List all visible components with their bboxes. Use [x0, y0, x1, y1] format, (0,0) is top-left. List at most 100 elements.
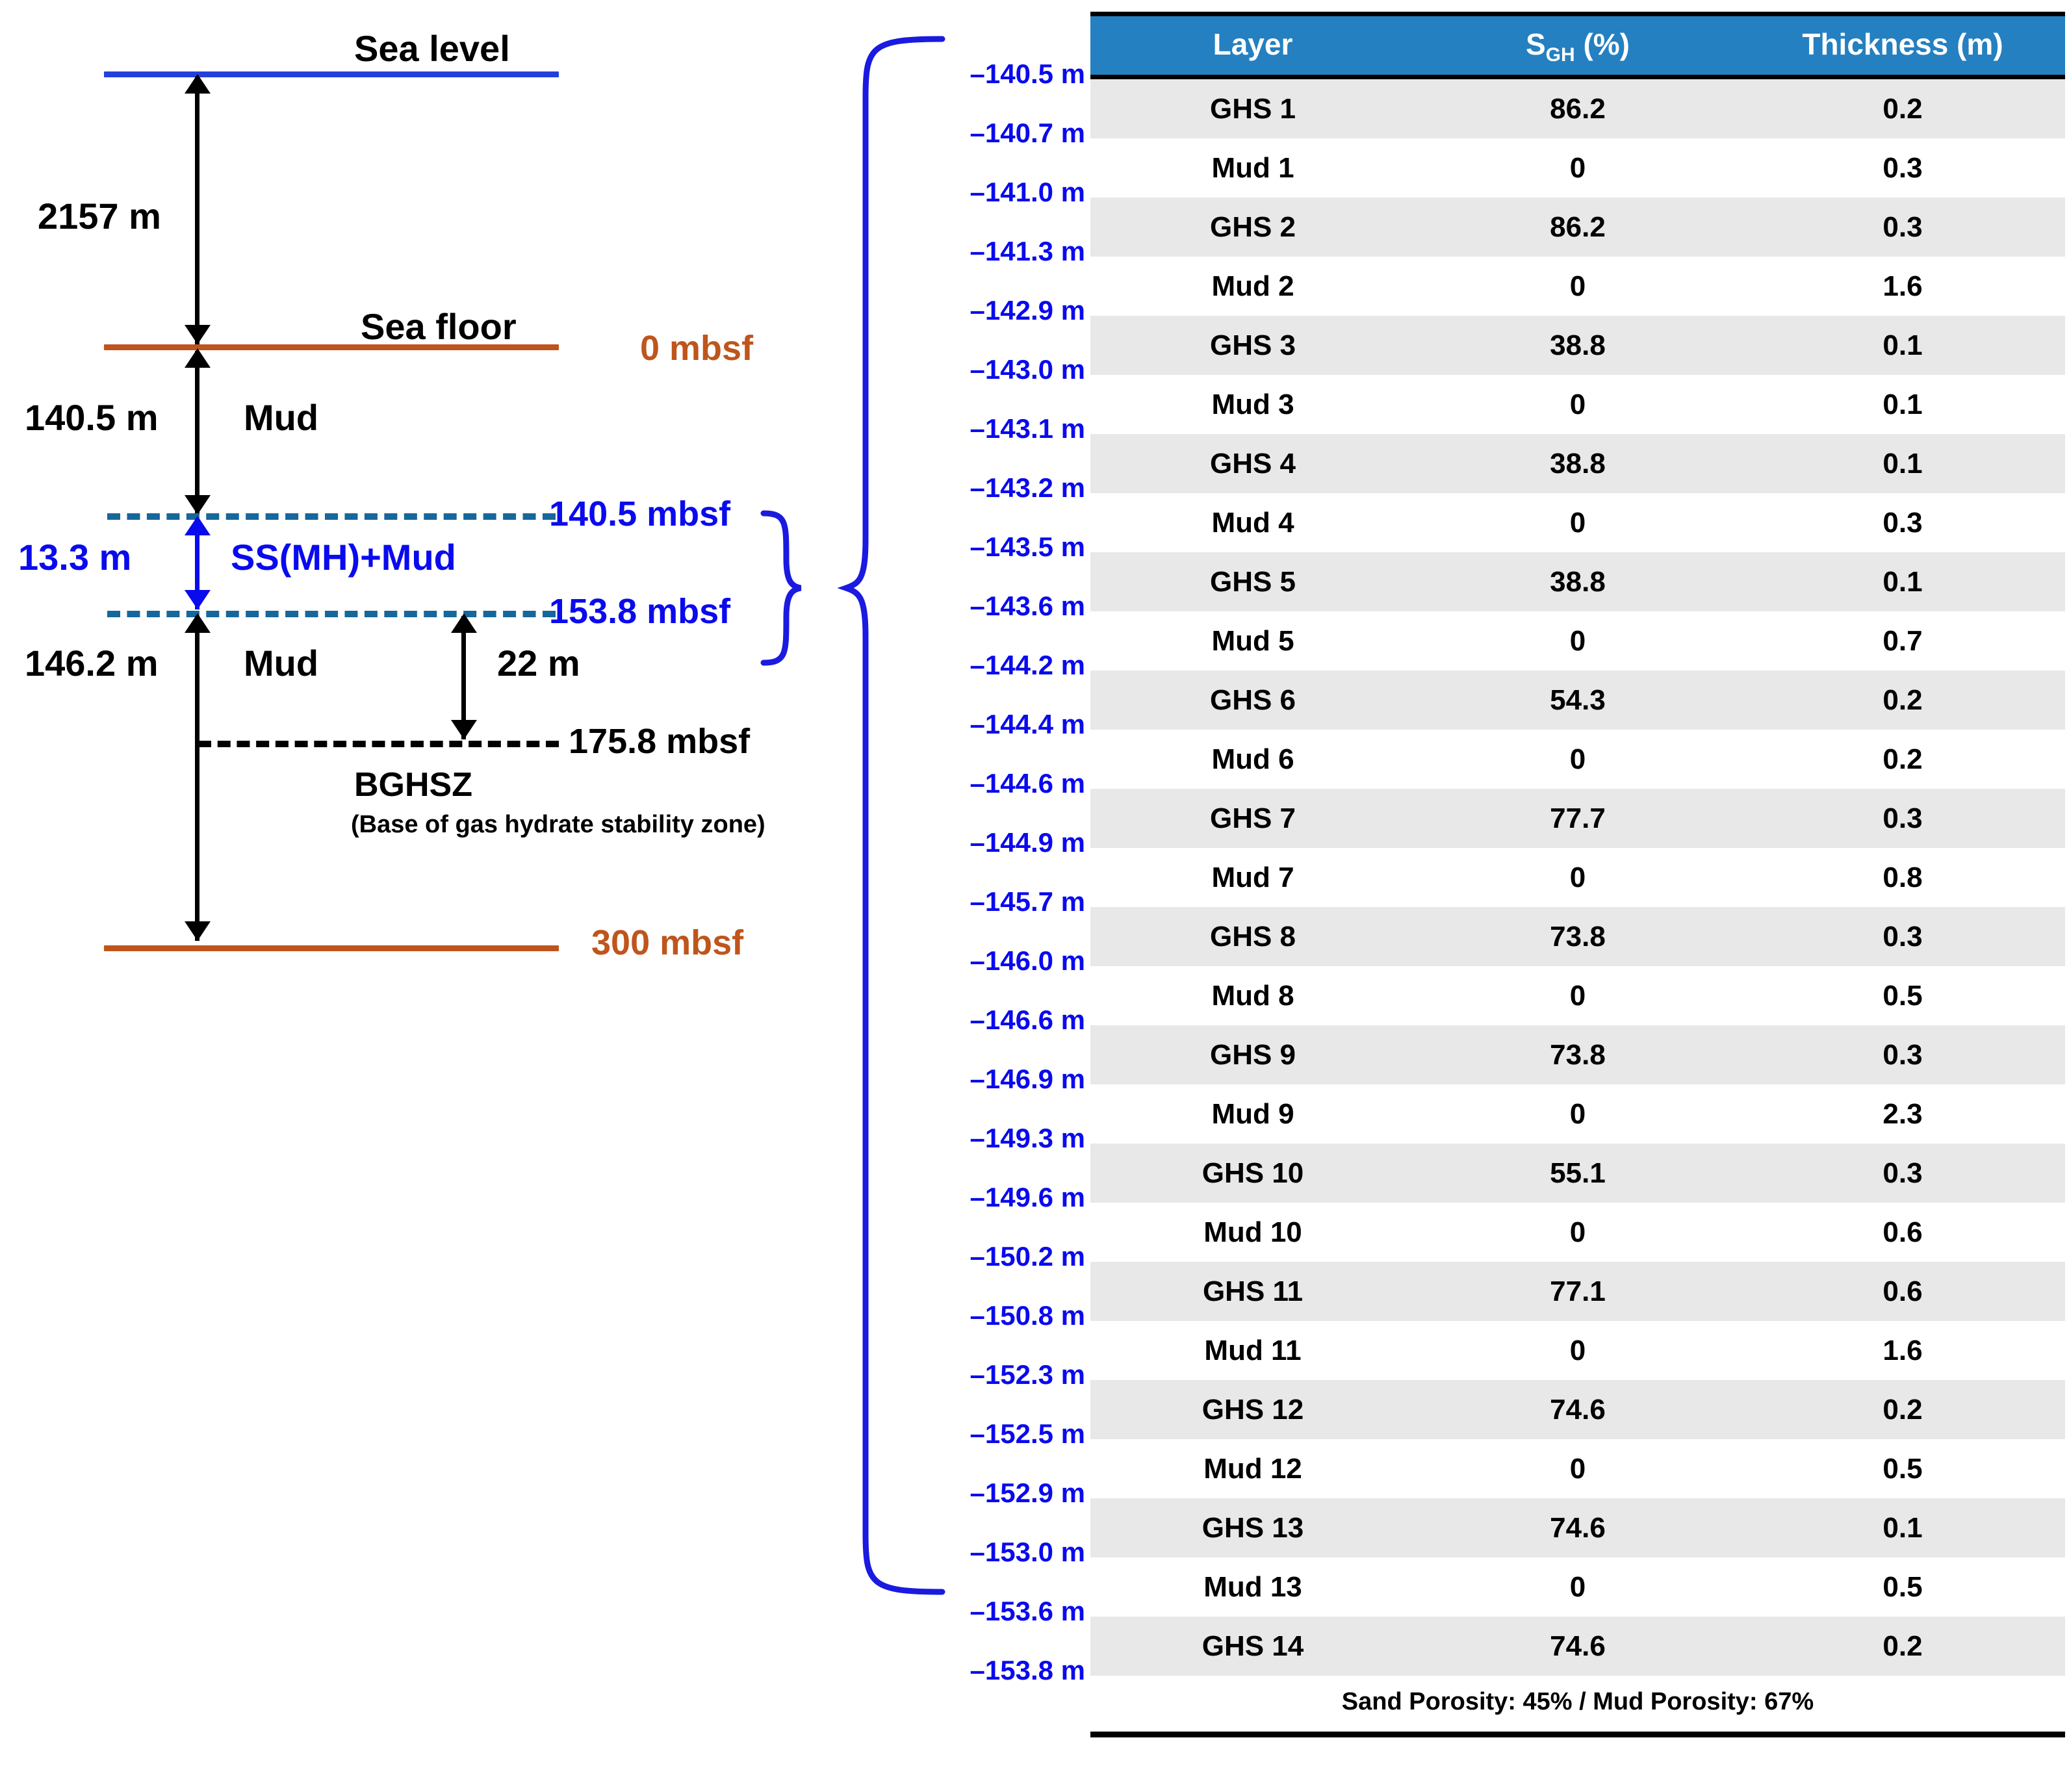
lower-mud-down-arrow-icon [185, 921, 211, 941]
depth-label: –140.5 m [970, 58, 1085, 89]
cell-thickness: 0.2 [1740, 730, 2065, 789]
cell-thickness: 2.3 [1740, 1084, 2065, 1144]
cell-sgh: 0 [1415, 257, 1740, 316]
sgh-symbol: S [1525, 27, 1546, 61]
cell-sgh: 74.6 [1415, 1498, 1740, 1557]
cell-thickness: 0.2 [1740, 671, 2065, 730]
mbsf-0-label: 0 mbsf [640, 329, 754, 368]
cell-thickness: 0.1 [1740, 316, 2065, 375]
cell-thickness: 0.3 [1740, 1144, 2065, 1203]
depth-label: –143.1 m [970, 413, 1085, 444]
cell-layer: Mud 3 [1090, 375, 1415, 434]
cell-sgh: 54.3 [1415, 671, 1740, 730]
water-depth-label: 2157 m [38, 196, 161, 237]
bottom-hydrate-zone-dashed-line [107, 611, 556, 617]
cell-sgh: 0 [1415, 493, 1740, 552]
cell-sgh: 0 [1415, 611, 1740, 671]
sgh-unit: (%) [1574, 27, 1630, 61]
mbsf-140-5-label: 140.5 mbsf [549, 494, 731, 533]
cell-layer: GHS 11 [1090, 1262, 1415, 1321]
cell-sgh: 77.7 [1415, 789, 1740, 848]
table-header-row: Layer SGH (%) Thickness (m) [1090, 12, 2065, 79]
depth-label: –143.6 m [970, 591, 1085, 621]
cell-layer: GHS 7 [1090, 789, 1415, 848]
upper-mud-up-arrow-icon [185, 348, 211, 368]
cell-layer: GHS 4 [1090, 434, 1415, 493]
bghsz-label: BGHSZ [354, 766, 472, 804]
depth-label: –141.0 m [970, 177, 1085, 207]
cell-thickness: 0.3 [1740, 789, 2065, 848]
cell-layer: GHS 1 [1090, 77, 1415, 138]
cell-sgh: 38.8 [1415, 552, 1740, 611]
cell-thickness: 0.5 [1740, 966, 2065, 1025]
depth-label: –141.3 m [970, 236, 1085, 266]
depth-label: –144.6 m [970, 768, 1085, 799]
depth-label: –153.8 m [970, 1655, 1085, 1685]
upper-mud-thickness-label: 140.5 m [25, 397, 159, 438]
footnote-row: Sand Porosity: 45% / Mud Porosity: 67% [1090, 1676, 2065, 1737]
cell-layer: Mud 6 [1090, 730, 1415, 789]
cell-sgh: 0 [1415, 966, 1740, 1025]
cell-sgh: 73.8 [1415, 1025, 1740, 1084]
depth-label-column: –140.5 m–140.7 m–141.0 m–141.3 m–142.9 m… [910, 0, 1085, 1792]
bghsz-offset-up-arrow-icon [451, 613, 477, 633]
cell-thickness: 1.6 [1740, 257, 2065, 316]
depth-label: –144.2 m [970, 650, 1085, 680]
cell-sgh: 0 [1415, 730, 1740, 789]
cell-layer: GHS 2 [1090, 198, 1415, 257]
hydrate-zone-dimension-line [195, 518, 199, 609]
bghsz-offset-label: 22 m [497, 643, 580, 684]
cell-sgh: 86.2 [1415, 77, 1740, 138]
depth-label: –153.0 m [970, 1537, 1085, 1567]
depth-label: –145.7 m [970, 886, 1085, 917]
cell-sgh: 0 [1415, 138, 1740, 198]
column-header-sgh: SGH (%) [1415, 12, 1740, 79]
cell-sgh: 0 [1415, 1084, 1740, 1144]
cell-thickness: 0.1 [1740, 375, 2065, 434]
cell-layer: GHS 3 [1090, 316, 1415, 375]
sea-floor-label: Sea floor [361, 306, 517, 347]
depth-label: –152.5 m [970, 1418, 1085, 1449]
cell-layer: GHS 8 [1090, 907, 1415, 966]
depth-label: –142.9 m [970, 295, 1085, 326]
upper-mud-down-arrow-icon [185, 495, 211, 515]
stratigraphic-schematic: Sea level 2157 m Sea floor 0 mbsf 140.5 … [0, 0, 864, 1014]
water-depth-down-arrow-icon [185, 325, 211, 344]
cell-thickness: 0.5 [1740, 1557, 2065, 1617]
bghsz-offset-down-arrow-icon [451, 720, 477, 739]
cell-layer: Mud 7 [1090, 848, 1415, 907]
cell-layer: Mud 4 [1090, 493, 1415, 552]
cell-thickness: 0.3 [1740, 907, 2065, 966]
cell-layer: Mud 8 [1090, 966, 1415, 1025]
cell-sgh: 0 [1415, 375, 1740, 434]
table-footer: Sand Porosity: 45% / Mud Porosity: 67% [1090, 1676, 2065, 1737]
cell-layer: GHS 5 [1090, 552, 1415, 611]
depth-label: –152.3 m [970, 1359, 1085, 1390]
depth-label: –143.2 m [970, 472, 1085, 503]
cell-sgh: 0 [1415, 848, 1740, 907]
depth-label: –149.6 m [970, 1182, 1085, 1212]
column-header-layer: Layer [1090, 12, 1415, 79]
cell-thickness: 0.7 [1740, 611, 2065, 671]
cell-layer: Mud 2 [1090, 257, 1415, 316]
sea-floor-line [104, 344, 559, 350]
depth-label: –153.6 m [970, 1596, 1085, 1626]
water-depth-dimension-line [195, 77, 199, 344]
cell-layer: GHS 10 [1090, 1144, 1415, 1203]
cell-thickness: 1.6 [1740, 1321, 2065, 1380]
cell-thickness: 0.3 [1740, 138, 2065, 198]
cell-layer: Mud 10 [1090, 1203, 1415, 1262]
depth-label: –149.3 m [970, 1123, 1085, 1153]
cell-sgh: 74.6 [1415, 1380, 1740, 1439]
